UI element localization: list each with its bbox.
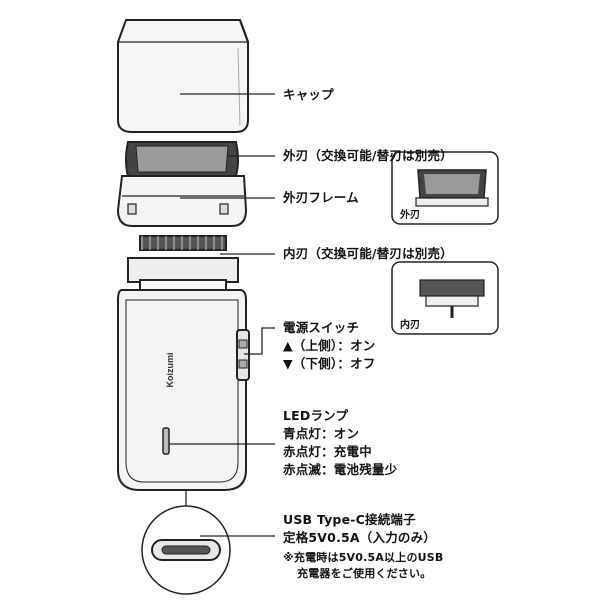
brand-logo: Koizumi xyxy=(165,353,175,388)
usb-port-illustration xyxy=(141,505,275,595)
outer-blade-label: 外刃（交換可能/替刃は別売） xyxy=(283,148,453,163)
inner-blade-inset-tag: 内刃 xyxy=(400,320,420,331)
usb-note-line2: 充電器をご使用ください。 xyxy=(297,567,432,580)
led-title: LEDランプ xyxy=(283,408,349,423)
callout-lines xyxy=(169,93,275,512)
usb-note-line1: ※充電時は5V0.5A以上のUSB xyxy=(283,551,444,564)
outer-blade-inset-tag: 外刃 xyxy=(400,210,420,221)
usb-rating-label: 定格5V0.5A（入力のみ） xyxy=(283,530,436,545)
usb-title: USB Type-C接続端子 xyxy=(283,512,416,527)
outer-frame-label: 外刃フレーム xyxy=(283,190,359,205)
outer-frame-illustration xyxy=(116,141,248,227)
cap-label: キャップ xyxy=(283,87,334,102)
led-red-label: 赤点灯：充電中 xyxy=(283,444,372,459)
outer-blade-inset xyxy=(391,151,499,225)
switch-title: 電源スイッチ xyxy=(283,320,360,335)
shaver-body-illustration xyxy=(117,289,250,491)
switch-up-label: ▲（上側）：オン xyxy=(283,338,376,353)
led-blink-label: 赤点滅：電池残量少 xyxy=(283,462,398,477)
switch-down-label: ▼（下側）：オフ xyxy=(283,356,376,371)
led-blue-label: 青点灯：オン xyxy=(283,426,360,441)
inner-blade-label: 内刃（交換可能/替刃は別売） xyxy=(283,246,453,261)
inner-blade-inset xyxy=(391,261,499,335)
cap-illustration xyxy=(117,19,249,133)
